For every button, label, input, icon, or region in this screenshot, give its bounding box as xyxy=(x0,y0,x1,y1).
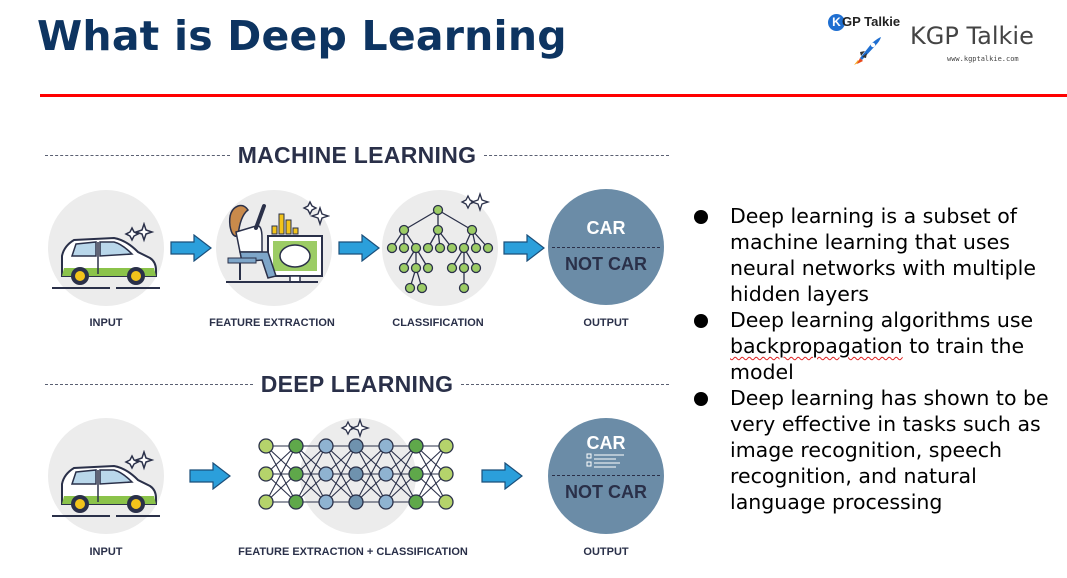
person-at-computer-icon xyxy=(226,200,330,283)
heading-dash-right xyxy=(484,155,670,156)
dl-section-heading: DEEP LEARNING xyxy=(45,371,669,398)
ml-section-heading: MACHINE LEARNING xyxy=(45,142,670,169)
network-node xyxy=(348,438,364,454)
arrow-right-icon xyxy=(481,462,523,490)
network-edge xyxy=(295,445,327,503)
bullet-text: Deep learning has shown to be very effec… xyxy=(730,386,1049,514)
dl-output-not-car: NOT CAR xyxy=(565,482,647,502)
network-edge xyxy=(415,445,447,503)
network-node xyxy=(408,494,424,510)
arrow-right-icon xyxy=(189,462,231,490)
network-node xyxy=(348,466,364,482)
network-edge xyxy=(385,445,417,503)
network-node xyxy=(318,466,334,482)
network-edge xyxy=(265,445,297,503)
title-underline xyxy=(40,94,1067,97)
rocket-icon xyxy=(854,37,881,65)
dl-caption-input: INPUT xyxy=(89,546,123,558)
network-node xyxy=(258,438,274,454)
bullet-item: Deep learning has shown to be very effec… xyxy=(692,385,1067,515)
network-node xyxy=(408,438,424,454)
logo-k-badge: K xyxy=(828,14,845,31)
logo-name: KGP Talkie xyxy=(910,22,1034,50)
checklist-icon xyxy=(586,453,624,468)
dl-output-circle xyxy=(548,418,664,534)
network-node xyxy=(288,438,304,454)
network-node xyxy=(408,466,424,482)
arrow-right-icon xyxy=(503,234,545,262)
ml-caption-feature-extraction: FEATURE EXTRACTION xyxy=(209,317,335,329)
network-node xyxy=(378,438,394,454)
heading-dash-left xyxy=(45,155,230,156)
brain-icon xyxy=(279,244,311,268)
bullet-item: Deep learning is a subset of machine lea… xyxy=(692,203,1067,307)
network-node xyxy=(318,438,334,454)
car-icon xyxy=(52,450,160,517)
ml-output-car: CAR xyxy=(586,218,626,238)
bullet-dot-icon xyxy=(694,210,708,224)
bullet-item: Deep learning algorithms use backpropaga… xyxy=(692,307,1067,385)
network-node xyxy=(288,494,304,510)
logo-mini-text: KGP Talkie xyxy=(828,14,900,31)
network-node xyxy=(378,466,394,482)
network-node xyxy=(438,466,454,482)
ml-heading-label: MACHINE LEARNING xyxy=(237,142,477,168)
network-node xyxy=(258,494,274,510)
dl-caption-feature-extraction-classification: FEATURE EXTRACTION + CLASSIFICATION xyxy=(238,546,468,558)
ml-caption-output: OUTPUT xyxy=(583,317,629,329)
bullet-text: Deep learning is a subset of machine lea… xyxy=(730,204,1036,306)
network-node xyxy=(438,494,454,510)
heading-dash-right xyxy=(461,384,669,385)
logo-mini-label: GP Talkie xyxy=(842,14,901,29)
logo-url: www.kgptalkie.com xyxy=(947,55,1019,63)
dl-output-divider xyxy=(552,475,660,476)
car-icon xyxy=(52,222,160,289)
dl-heading-label: DEEP LEARNING xyxy=(260,371,454,397)
heading-dash-left xyxy=(45,384,253,385)
spellcheck-flagged-word[interactable]: backpropagation xyxy=(730,334,903,358)
bullet-dot-icon xyxy=(694,392,708,406)
dl-caption-output: OUTPUT xyxy=(583,546,629,558)
arrow-right-icon xyxy=(338,234,380,262)
network-node xyxy=(288,466,304,482)
network-node xyxy=(258,466,274,482)
kgp-talkie-logo: KGP Talkie KGP Talkie www.kgptalkie.com xyxy=(828,8,1063,70)
network-node xyxy=(318,494,334,510)
ml-caption-input: INPUT xyxy=(89,317,123,329)
bullet-text: Deep learning algorithms use xyxy=(730,308,1034,332)
bullet-list: Deep learning is a subset of machine lea… xyxy=(692,203,1067,515)
sparkle-icon xyxy=(340,420,356,436)
bullet-dot-icon xyxy=(694,314,708,328)
ml-output-divider xyxy=(552,247,660,248)
neural-network-icon xyxy=(258,418,454,510)
dl-output-car: CAR xyxy=(586,433,626,453)
sparkle-icon xyxy=(349,418,371,439)
network-edge xyxy=(355,445,387,503)
network-node xyxy=(378,494,394,510)
network-edge xyxy=(325,445,357,503)
network-node xyxy=(438,438,454,454)
slide-title: What is Deep Learning xyxy=(37,12,567,60)
decision-tree-icon xyxy=(386,192,494,294)
bullet-text: to train the model xyxy=(730,334,1025,384)
arrow-right-icon xyxy=(170,234,212,262)
ml-output-not-car: NOT CAR xyxy=(565,254,647,274)
network-node xyxy=(348,494,364,510)
sparkle-icon xyxy=(124,226,140,242)
ml-caption-classification: CLASSIFICATION xyxy=(392,317,484,329)
